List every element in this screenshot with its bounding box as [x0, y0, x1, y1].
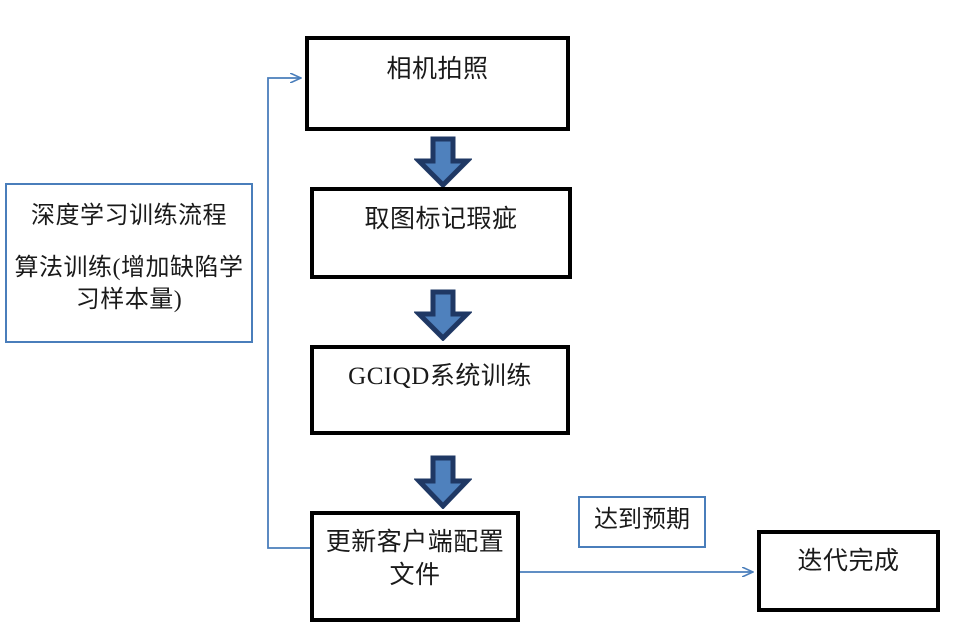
- note-process-line-2: 算法训练(增加缺陷学习样本量): [14, 254, 244, 313]
- note-meets-expectation: 达到预期: [578, 496, 706, 548]
- node-gciqd-training-label: GCIQD系统训练: [348, 363, 532, 390]
- block-arrow-camera-to-mark: [414, 136, 472, 188]
- node-update-client-config-label: 更新客户端配置文件: [325, 529, 505, 589]
- node-gciqd-training[interactable]: GCIQD系统训练: [310, 345, 570, 435]
- note-meets-expectation-label: 达到预期: [594, 507, 690, 533]
- node-update-client-config[interactable]: 更新客户端配置文件: [310, 511, 520, 622]
- block-arrow-train-to-update: [414, 455, 472, 509]
- node-camera-capture-label: 相机拍照: [386, 56, 489, 83]
- note-process-line-1: 深度学习训练流程: [31, 203, 227, 229]
- note-deep-learning-process: 深度学习训练流程 算法训练(增加缺陷学习样本量): [5, 183, 253, 343]
- node-iteration-complete-label: 迭代完成: [797, 548, 900, 575]
- node-camera-capture[interactable]: 相机拍照: [305, 36, 570, 131]
- node-mark-defects-label: 取图标记瑕疵: [364, 206, 518, 233]
- block-arrow-mark-to-train: [414, 289, 472, 341]
- node-mark-defects[interactable]: 取图标记瑕疵: [310, 187, 572, 279]
- connector-update-to-camera: [267, 78, 310, 549]
- node-iteration-complete[interactable]: 迭代完成: [757, 530, 940, 612]
